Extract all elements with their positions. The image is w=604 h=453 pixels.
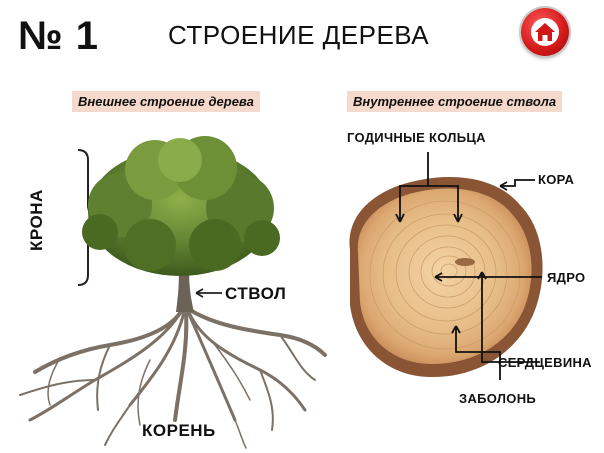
crown-foliage bbox=[82, 136, 280, 276]
pith-label: СЕРДЦЕВИНА bbox=[498, 355, 592, 370]
roots bbox=[19, 308, 327, 449]
rings-label: ГОДИЧНЫЕ КОЛЬЦА bbox=[347, 130, 486, 145]
external-structure-label: Внешнее строение дерева bbox=[72, 91, 260, 112]
bark-label: КОРА bbox=[538, 172, 575, 187]
page-title: СТРОЕНИЕ ДЕРЕВА bbox=[168, 20, 430, 50]
home-icon bbox=[530, 17, 560, 47]
internal-structure-label: Внутреннее строение ствола bbox=[347, 91, 563, 112]
trunk-label: СТВОЛ bbox=[225, 284, 287, 303]
home-button[interactable] bbox=[521, 8, 569, 56]
crown-label: КРОНА bbox=[27, 189, 46, 251]
core-label: ЯДРО bbox=[547, 270, 586, 285]
root-label: КОРЕНЬ bbox=[142, 421, 216, 440]
sapwood-label: ЗАБОЛОНЬ bbox=[459, 391, 537, 406]
slide-number: № 1 bbox=[18, 14, 99, 58]
